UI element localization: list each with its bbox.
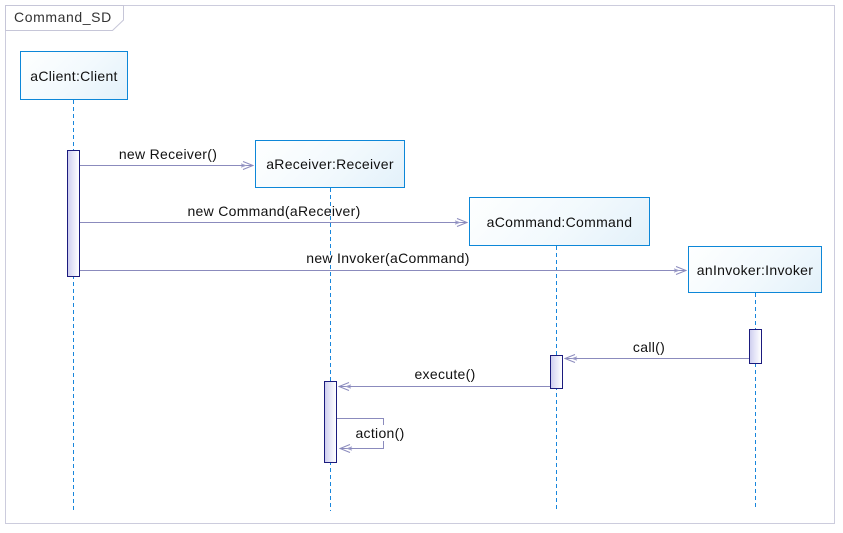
- diagram-title: Command_SD: [14, 9, 112, 25]
- message-label-new-command: new Command(aReceiver): [187, 203, 361, 219]
- message-label-call: call(): [632, 339, 666, 355]
- activation-bar-acommand: [550, 355, 563, 389]
- activation-bar-aninvoker: [749, 329, 762, 364]
- title-tab-shape: [5, 5, 124, 31]
- activation-bar-areceiver: [324, 381, 337, 463]
- message-label-execute: execute(): [414, 366, 476, 382]
- lifeline-head-aclient: aClient:Client: [20, 51, 128, 100]
- lifeline-head-acommand: aCommand:Command: [469, 197, 650, 246]
- message-label-new-receiver: new Receiver(): [118, 146, 218, 162]
- lifeline-head-aninvoker: anInvoker:Invoker: [688, 246, 822, 293]
- message-label-action: action(): [353, 425, 407, 441]
- message-label-new-invoker: new Invoker(aCommand): [306, 250, 470, 266]
- activation-bar-aclient: [67, 150, 80, 277]
- lifeline-label-aninvoker: anInvoker:Invoker: [696, 261, 814, 278]
- diagram-frame: [5, 5, 835, 524]
- lifeline-label-aclient: aClient:Client: [30, 67, 118, 84]
- lifeline-label-acommand: aCommand:Command: [486, 213, 633, 230]
- lifeline-label-areceiver: aReceiver:Receiver: [266, 156, 394, 172]
- lifeline-head-areceiver: aReceiver:Receiver: [255, 140, 405, 188]
